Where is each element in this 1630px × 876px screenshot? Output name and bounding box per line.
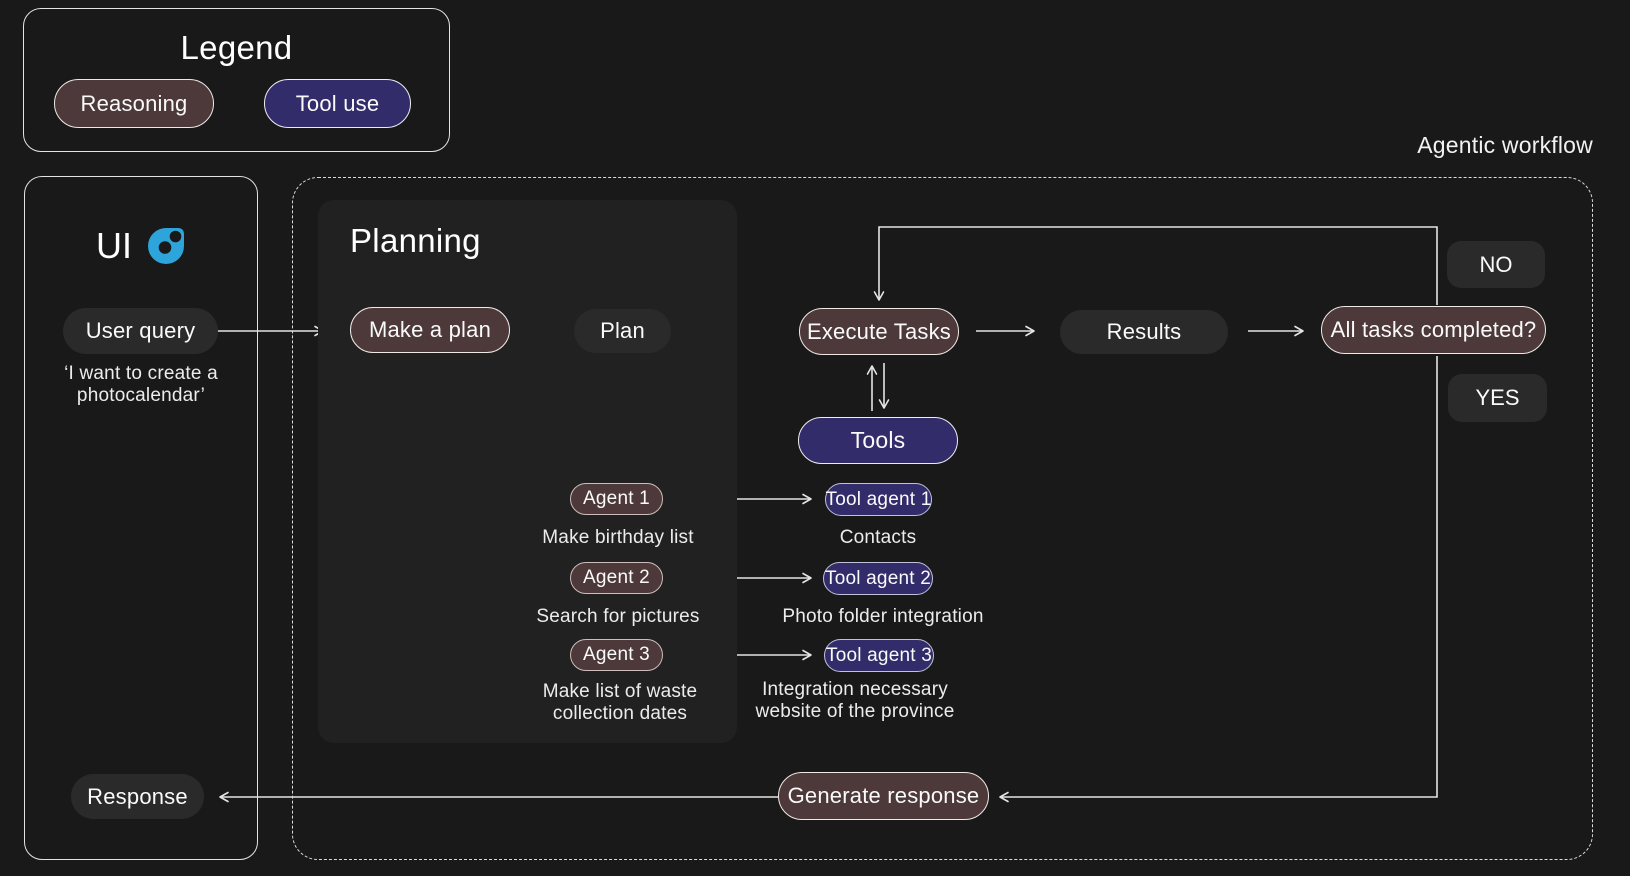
tools-node: Tools	[798, 417, 958, 464]
agent-1-node: Agent 1	[570, 483, 663, 515]
agentic-workflow-box	[292, 177, 1593, 860]
plan-node: Plan	[574, 309, 671, 353]
tool-agent-1-node: Tool agent 1	[825, 483, 932, 516]
agent-3-caption: Make list of waste collection dates	[542, 681, 698, 725]
ui-header: UI	[25, 225, 257, 267]
agent-3-node: Agent 3	[570, 639, 663, 671]
yes-badge: YES	[1448, 374, 1547, 422]
tool-agent-2-caption: Photo folder integration	[782, 606, 984, 627]
agent-2-node: Agent 2	[570, 562, 663, 594]
agent-1-caption: Make birthday list	[542, 527, 694, 548]
no-badge: NO	[1447, 241, 1545, 288]
make-a-plan-node: Make a plan	[350, 307, 510, 353]
generate-response-node: Generate response	[778, 772, 989, 820]
response-node: Response	[71, 774, 204, 819]
legend-box: Legend Reasoning Tool use	[23, 8, 450, 152]
ui-app-icon	[146, 226, 186, 266]
tool-agent-2-node: Tool agent 2	[823, 562, 933, 595]
planning-panel: Planning	[318, 200, 737, 743]
results-node: Results	[1060, 310, 1228, 354]
legend-title: Legend	[180, 29, 293, 66]
user-query-node: User query	[63, 308, 218, 354]
ui-panel: UI User query ‘I want to create a photoc…	[24, 176, 258, 860]
legend-tooluse-pill: Tool use	[264, 79, 411, 128]
user-query-caption: ‘I want to create a photocalendar’	[64, 363, 218, 407]
agent-2-caption: Search for pictures	[536, 606, 700, 627]
ui-panel-title: UI	[96, 225, 132, 266]
tool-agent-1-caption: Contacts	[839, 527, 917, 548]
all-tasks-completed-node: All tasks completed?	[1321, 306, 1546, 354]
tool-agent-3-caption: Integration necessary website of the pro…	[755, 679, 955, 723]
legend-reasoning-pill: Reasoning	[54, 79, 214, 128]
execute-tasks-node: Execute Tasks	[799, 308, 959, 355]
planning-title: Planning	[350, 222, 481, 259]
tool-agent-3-node: Tool agent 3	[824, 639, 934, 672]
agentic-workflow-label: Agentic workflow	[1417, 132, 1593, 158]
